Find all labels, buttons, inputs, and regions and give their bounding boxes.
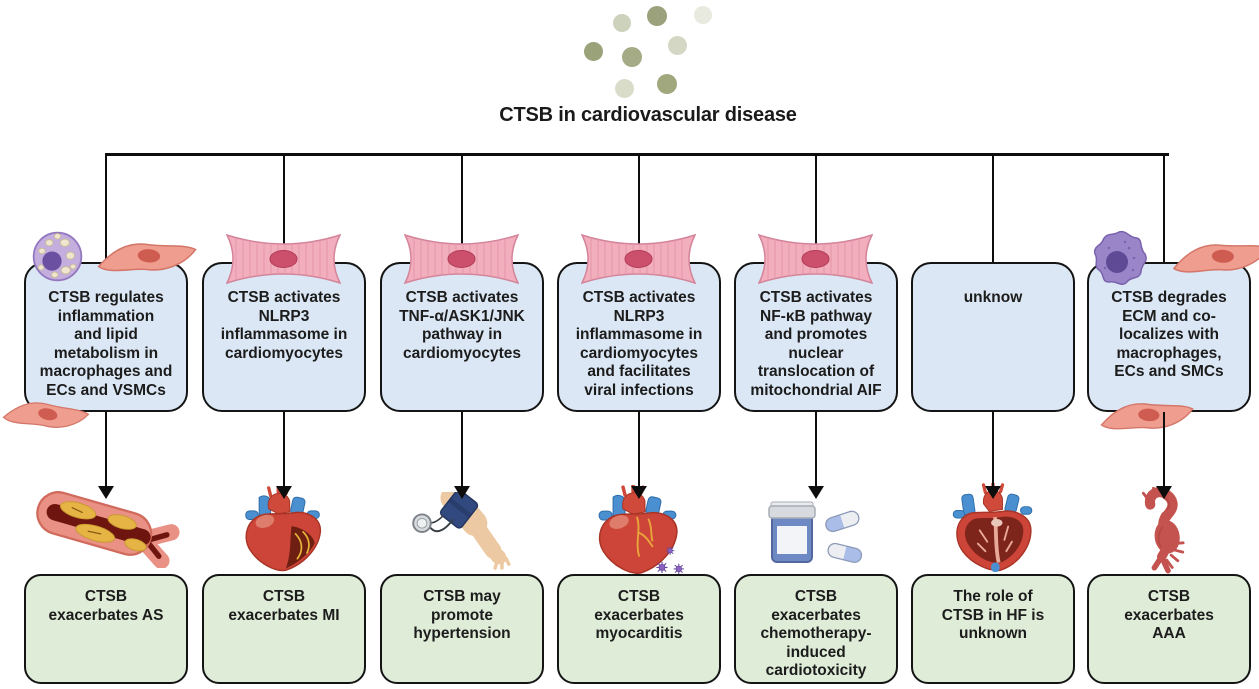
- infarcted-heart-icon: [235, 486, 333, 574]
- mechanism-box: CTSB degrades ECM and co- localizes with…: [1087, 262, 1251, 412]
- decor-dot: [668, 36, 687, 55]
- down-arrow-head: [454, 486, 470, 499]
- cardiomyocyte-icon: [581, 233, 696, 285]
- column-heart-failure: unknow The role of CTSB in HF is unknow: [911, 0, 1075, 689]
- smooth-muscle-cell-icon: [2, 397, 90, 433]
- outcome-text: CTSB exacerbates MI: [228, 588, 340, 624]
- down-arrow-head: [276, 486, 292, 499]
- down-arrow-head: [98, 486, 114, 499]
- cardiomyocyte-icon: [758, 233, 873, 285]
- decor-dot: [584, 42, 603, 61]
- mechanism-text: unknow: [963, 289, 1023, 306]
- mechanism-box: CTSB activates NLRP3 inflammasome in car…: [557, 262, 721, 412]
- column-hypertension: CTSB activates TNF-α/ASK1/JNK pathway in…: [380, 0, 544, 689]
- down-arrow-head: [985, 486, 1001, 499]
- down-arrow: [992, 412, 994, 488]
- outcome-text: CTSB may promote hypertension: [413, 588, 511, 642]
- cardiomyocyte-icon: [404, 233, 519, 285]
- column-myocardial-infarction: CTSB activates NLRP3 inflammasome in car…: [202, 0, 366, 689]
- mechanism-text: CTSB degrades ECM and co- localizes with…: [1111, 289, 1227, 380]
- smooth-muscle-cell-icon: [1171, 235, 1259, 280]
- down-arrow: [283, 412, 285, 488]
- column-myocarditis: CTSB activates NLRP3 inflammasome in car…: [557, 0, 721, 689]
- connector-vertical: [638, 153, 640, 265]
- decor-dot: [657, 74, 677, 94]
- decor-dot: [613, 14, 631, 32]
- decor-dot: [615, 79, 634, 98]
- down-arrow: [1163, 412, 1165, 488]
- down-arrow-head: [1156, 486, 1172, 499]
- virus-infected-heart-icon: [588, 485, 685, 577]
- cardiomyocyte-icon: [226, 233, 341, 285]
- outcome-box: CTSB exacerbates MI: [202, 574, 366, 684]
- mechanism-text: CTSB activates NLRP3 inflammasome in car…: [220, 289, 348, 362]
- smooth-muscle-cell-icon: [1099, 396, 1195, 436]
- mechanism-text: CTSB activates NLRP3 inflammasome in car…: [575, 289, 703, 399]
- down-arrow: [638, 412, 640, 488]
- down-arrow-head: [631, 486, 647, 499]
- down-arrow: [105, 412, 107, 488]
- figure-title: CTSB in cardiovascular disease: [499, 104, 797, 126]
- outcome-box: CTSB may promote hypertension: [380, 574, 544, 684]
- aneurysmal-aorta-icon: [1141, 487, 1185, 574]
- column-atherosclerosis: CTSB regulates inflammation and lipid me…: [24, 0, 188, 689]
- mechanism-box: CTSB activates NLRP3 inflammasome in car…: [202, 262, 366, 412]
- mechanism-text: CTSB activates NF-κB pathway and promote…: [750, 289, 882, 399]
- medication-pills-icon: [768, 501, 863, 563]
- down-arrow: [461, 412, 463, 488]
- connector-vertical: [1163, 153, 1165, 265]
- decor-dot: [647, 6, 667, 26]
- mechanism-text: CTSB activates TNF-α/ASK1/JNK pathway in…: [399, 289, 525, 362]
- down-arrow-head: [808, 486, 824, 499]
- outcome-box: The role of CTSB in HF is unknown: [911, 574, 1075, 684]
- decor-dot: [694, 6, 712, 24]
- blood-pressure-cuff-icon: [412, 492, 511, 570]
- foam-macrophage-icon: [30, 229, 85, 284]
- mechanism-text: CTSB regulates inflammation and lipid me…: [39, 289, 173, 399]
- outcome-box: CTSB exacerbates myocarditis: [557, 574, 721, 684]
- decor-dot: [622, 47, 642, 67]
- spiky-macrophage-icon: [1089, 228, 1149, 288]
- outcome-text: CTSB exacerbates AAA: [1124, 588, 1214, 642]
- mechanism-box: CTSB regulates inflammation and lipid me…: [24, 262, 188, 412]
- outcome-box: CTSB exacerbates chemotherapy- induced c…: [734, 574, 898, 684]
- smooth-muscle-cell-icon: [96, 236, 198, 278]
- outcome-text: CTSB exacerbates chemotherapy- induced c…: [760, 588, 872, 679]
- connector-vertical: [815, 153, 817, 265]
- connector-horizontal: [106, 153, 1169, 156]
- down-arrow: [815, 412, 817, 488]
- column-abdominal-aortic-aneurysm: CTSB degrades ECM and co- localizes with…: [1087, 0, 1251, 689]
- mechanism-box: unknow: [911, 262, 1075, 412]
- outcome-text: CTSB exacerbates AS: [48, 588, 164, 624]
- outcome-text: CTSB exacerbates myocarditis: [594, 588, 684, 642]
- connector-vertical: [283, 153, 285, 265]
- connector-vertical: [105, 153, 107, 265]
- connector-vertical: [992, 153, 994, 265]
- connector-vertical: [461, 153, 463, 265]
- mechanism-box: CTSB activates TNF-α/ASK1/JNK pathway in…: [380, 262, 544, 412]
- atherosclerotic-artery-icon: [36, 491, 180, 568]
- outcome-text: The role of CTSB in HF is unknown: [941, 588, 1045, 642]
- outcome-box: CTSB exacerbates AAA: [1087, 574, 1251, 684]
- outcome-box: CTSB exacerbates AS: [24, 574, 188, 684]
- column-chemotherapy-cardiotoxicity: CTSB activates NF-κB pathway and promote…: [734, 0, 898, 689]
